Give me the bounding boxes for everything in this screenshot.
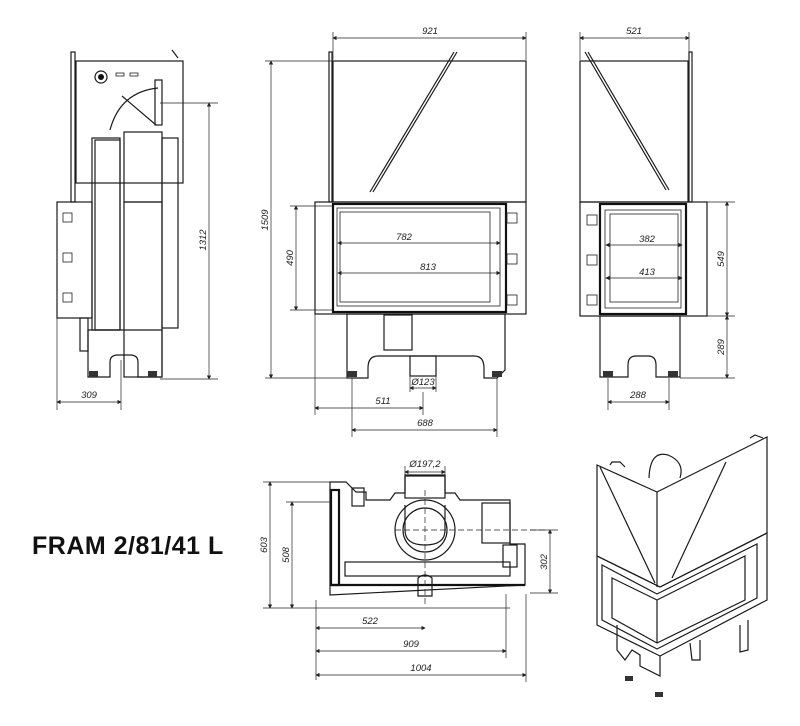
dim-glass-height-490: 490 xyxy=(285,249,296,266)
front-view: 782 813 921 1509 490 Ø123 511 688 xyxy=(260,26,527,437)
dim-offset-511: 511 xyxy=(375,396,390,407)
isometric-view xyxy=(596,434,768,697)
dim-flue-offset-302: 302 xyxy=(539,553,550,570)
dim-depth-508: 508 xyxy=(281,546,292,563)
top-view: Ø197,2 603 508 302 522 909 1004 xyxy=(259,459,558,682)
model-title: FRAM 2/81/41 L xyxy=(32,532,224,560)
dim-diameter-123: Ø123 xyxy=(410,377,435,388)
dim-door-549: 549 xyxy=(716,250,727,267)
dim-depth-603: 603 xyxy=(259,536,270,553)
left-side-view: 1312 309 xyxy=(56,49,218,410)
dim-flue-197: Ø197,2 xyxy=(408,459,441,470)
dim-legs-288: 288 xyxy=(629,390,647,401)
dim-width-909: 909 xyxy=(403,639,420,650)
dim-depth-309: 309 xyxy=(81,390,98,401)
dim-height-1509: 1509 xyxy=(260,209,271,231)
dim-glass-782: 782 xyxy=(396,232,413,243)
dim-base-289: 289 xyxy=(716,338,727,356)
dim-glass-813: 813 xyxy=(420,262,437,273)
dim-glass-382: 382 xyxy=(639,234,656,245)
dim-glass-413: 413 xyxy=(639,267,656,278)
dim-height-1312: 1312 xyxy=(198,229,209,251)
dim-legs-688: 688 xyxy=(417,418,434,429)
dim-width-1004: 1004 xyxy=(410,663,431,674)
dim-flue-offset-522: 522 xyxy=(362,616,379,627)
dim-width-521: 521 xyxy=(626,26,642,37)
right-side-view: 382 413 521 549 289 288 xyxy=(579,26,735,410)
dim-width-921: 921 xyxy=(422,26,438,37)
